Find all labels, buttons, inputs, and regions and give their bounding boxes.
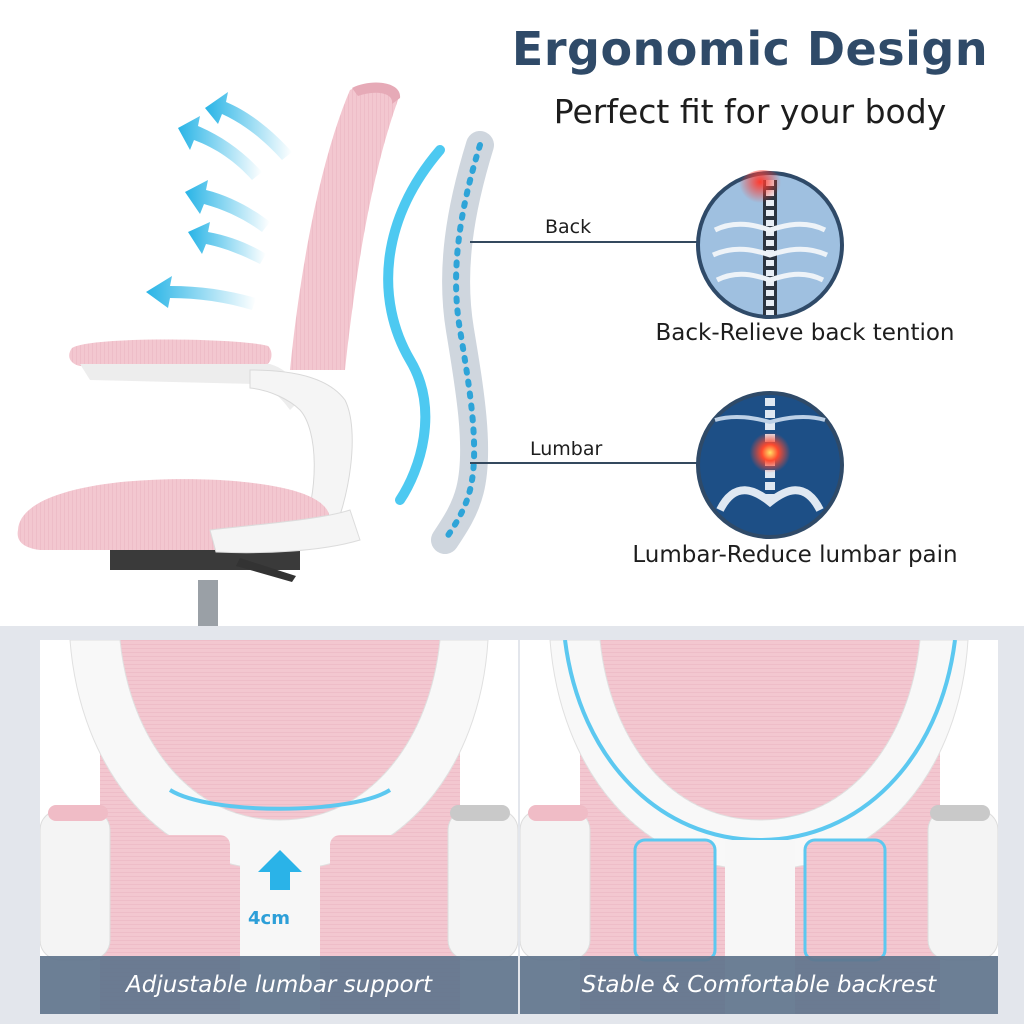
spine-illustration	[431, 131, 494, 554]
chair-side-illustration	[17, 82, 494, 630]
left-panel-banner: Adjustable lumbar support	[40, 956, 518, 1014]
lumbar-xray-circle	[696, 391, 844, 539]
chair-back-illustration-right	[520, 640, 998, 1014]
lumbar-caption: Lumbar-Reduce lumbar pain	[632, 542, 958, 568]
adjust-distance-badge: 4cm	[248, 908, 290, 929]
panel-stable-backrest: Stable & Comfortable backrest	[520, 640, 998, 1014]
left-panel-caption: Adjustable lumbar support	[126, 972, 432, 998]
back-caption: Back-Relieve back tention	[655, 320, 955, 346]
lumbar-label: Lumbar	[530, 438, 603, 460]
back-label: Back	[545, 216, 592, 238]
leader-lines	[470, 241, 698, 464]
right-panel-caption: Stable & Comfortable backrest	[581, 972, 937, 998]
arrow-up-icon	[258, 850, 302, 890]
page-title: Ergonomic Design	[511, 22, 989, 76]
back-xray-circle	[696, 170, 844, 319]
panel-adjustable-lumbar: 4cm Adjustable lumbar support	[40, 640, 518, 1014]
right-panel-banner: Stable & Comfortable backrest	[520, 956, 998, 1014]
recline-arrows-icon	[146, 92, 292, 310]
page-subtitle: Perfect fit for your body	[553, 92, 947, 131]
